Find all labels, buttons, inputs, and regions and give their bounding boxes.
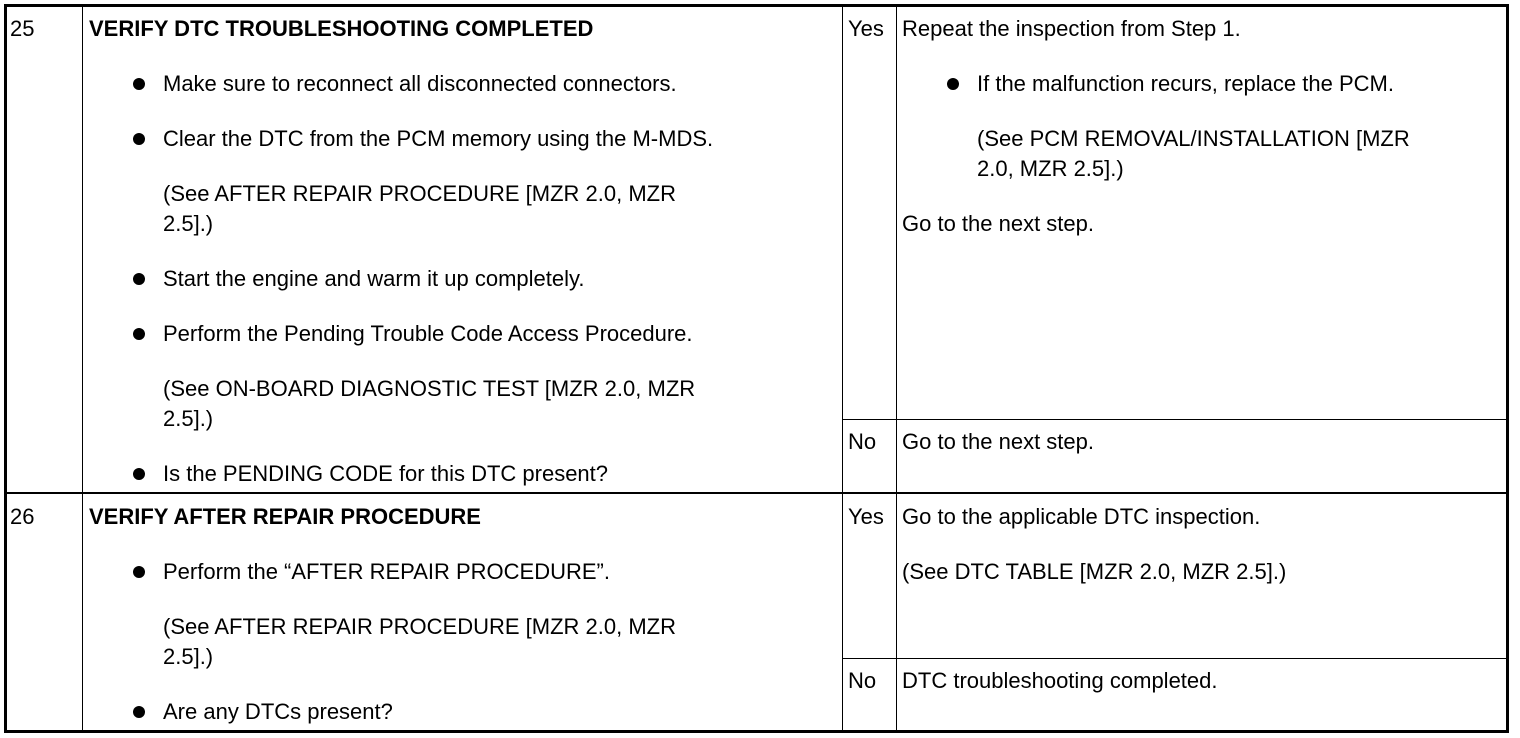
- step-title: VERIFY AFTER REPAIR PROCEDURE: [89, 504, 481, 529]
- reference-text: (See PCM REMOVAL/INSTALLATION [MZR: [977, 126, 1410, 151]
- reference-text: 2.5].): [163, 644, 214, 669]
- yes-no-divider-25: [842, 419, 1506, 420]
- reference-text: (See AFTER REPAIR PROCEDURE [MZR 2.0, MZ…: [163, 181, 677, 206]
- step-item: Make sure to reconnect all disconnected …: [163, 71, 677, 96]
- yes-action: Go to the next step.: [902, 211, 1095, 236]
- bullet-icon: [133, 133, 145, 145]
- yes-action: Repeat the inspection from Step 1.: [902, 16, 1241, 41]
- bullet-icon: [133, 78, 145, 90]
- column-divider-result: [896, 7, 897, 730]
- yes-label: Yes: [848, 504, 884, 529]
- no-label: No: [848, 429, 877, 454]
- reference-text: (See ON-BOARD DIAGNOSTIC TEST [MZR 2.0, …: [163, 376, 696, 401]
- bullet-icon: [133, 273, 145, 285]
- step-item: Perform the “AFTER REPAIR PROCEDURE”.: [163, 559, 610, 584]
- bullet-icon: [133, 706, 145, 718]
- no-label: No: [848, 668, 877, 693]
- step-item: Clear the DTC from the PCM memory using …: [163, 126, 714, 151]
- column-divider-step: [82, 7, 83, 730]
- yes-action: Go to the applicable DTC inspection.: [902, 504, 1261, 529]
- step-number: 25: [10, 16, 35, 41]
- step-title: VERIFY DTC TROUBLESHOOTING COMPLETED: [89, 16, 594, 41]
- bullet-icon: [947, 78, 959, 90]
- step-item: Start the engine and warm it up complete…: [163, 266, 585, 291]
- reference-text: (See AFTER REPAIR PROCEDURE [MZR 2.0, MZ…: [163, 614, 677, 639]
- yes-label: Yes: [848, 16, 884, 41]
- reference-text: 2.5].): [163, 211, 214, 236]
- column-divider-action: [842, 7, 843, 730]
- yes-action: If the malfunction recurs, replace the P…: [977, 71, 1394, 96]
- bullet-icon: [133, 328, 145, 340]
- no-action: DTC troubleshooting completed.: [902, 668, 1218, 693]
- reference-text: 2.5].): [163, 406, 214, 431]
- reference-text: (See DTC TABLE [MZR 2.0, MZR 2.5].): [902, 559, 1287, 584]
- row-divider: [7, 492, 1506, 494]
- no-action: Go to the next step.: [902, 429, 1095, 454]
- step-number: 26: [10, 504, 35, 529]
- step-question: Are any DTCs present?: [163, 699, 393, 724]
- bullet-icon: [133, 566, 145, 578]
- reference-text: 2.0, MZR 2.5].): [977, 156, 1124, 181]
- step-item: Perform the Pending Trouble Code Access …: [163, 321, 693, 346]
- troubleshooting-table: [4, 4, 1509, 733]
- bullet-icon: [133, 468, 145, 480]
- step-question: Is the PENDING CODE for this DTC present…: [163, 461, 609, 486]
- yes-no-divider-26: [842, 658, 1506, 659]
